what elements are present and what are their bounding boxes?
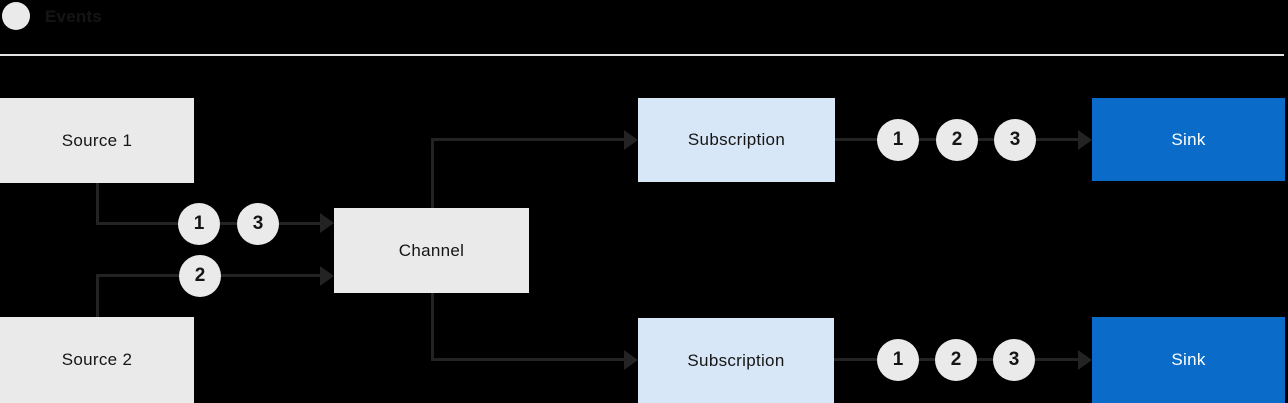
node-channel: Channel — [334, 208, 529, 293]
node-source-2: Source 2 — [0, 317, 194, 403]
arrowhead-into-channel-top — [320, 213, 334, 233]
connector-channel-to-subscription-top — [431, 138, 624, 141]
event-circle-icon — [2, 2, 30, 30]
node-source-1: Source 1 — [0, 98, 194, 183]
connector-source2-vertical — [96, 276, 99, 317]
connector-channel-up-vertical — [431, 140, 434, 208]
legend-label: Events — [45, 7, 102, 26]
connector-channel-down-vertical — [431, 293, 434, 361]
event-marker: 2 — [935, 339, 977, 381]
event-marker: 3 — [237, 203, 279, 245]
event-marker: 2 — [179, 255, 221, 297]
event-marker: 2 — [936, 119, 978, 161]
arrowhead-into-channel-bottom — [320, 266, 334, 286]
divider — [0, 54, 1284, 56]
arrowhead-into-sink-bottom — [1078, 350, 1092, 370]
node-sink-bottom: Sink — [1092, 317, 1285, 403]
connector-channel-to-subscription-bottom — [431, 358, 624, 361]
node-subscription-top: Subscription — [638, 98, 835, 182]
arrowhead-into-sink-top — [1078, 130, 1092, 150]
event-marker: 3 — [993, 339, 1035, 381]
arrowhead-into-subscription-top — [624, 130, 638, 150]
node-sink-top: Sink — [1092, 98, 1285, 181]
event-marker: 1 — [178, 203, 220, 245]
event-marker: 3 — [994, 119, 1036, 161]
event-marker: 1 — [877, 339, 919, 381]
node-subscription-bottom: Subscription — [638, 318, 834, 403]
connector-source1-vertical — [96, 183, 99, 224]
arrowhead-into-subscription-bottom — [624, 350, 638, 370]
event-marker: 1 — [877, 119, 919, 161]
